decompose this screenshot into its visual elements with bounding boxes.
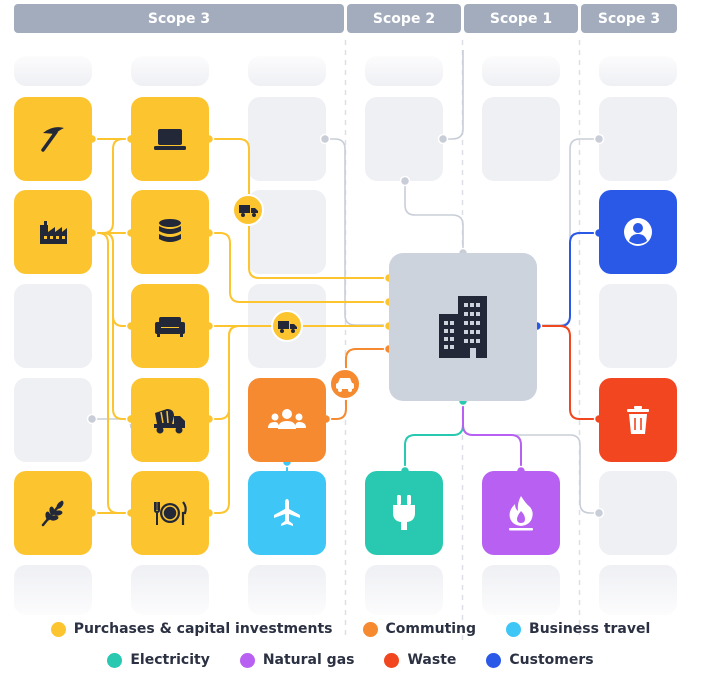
factory-icon xyxy=(40,221,67,244)
placeholder-tile xyxy=(14,565,92,615)
truck-icon xyxy=(232,194,264,226)
trash-icon xyxy=(627,406,649,434)
scope3-downstream-label: Scope 3 xyxy=(597,10,661,27)
flame-icon xyxy=(509,496,533,531)
placeholder-tile xyxy=(482,56,560,86)
sofa-icon xyxy=(155,317,185,337)
commuting-tile xyxy=(248,378,326,462)
coins-icon xyxy=(159,219,181,242)
electricity-tile xyxy=(365,471,443,555)
scope3-downstream-header: Scope 3 xyxy=(581,4,677,33)
scope2-label: Scope 2 xyxy=(372,10,436,27)
plug-icon xyxy=(393,495,415,530)
finance-tile xyxy=(131,190,209,274)
placeholder-tile xyxy=(131,56,209,86)
scope1-header: Scope 1 xyxy=(464,4,578,33)
car-icon xyxy=(329,368,361,400)
legend-item-electricity: Electricity xyxy=(107,652,210,668)
placeholder-tile xyxy=(365,56,443,86)
customers-tile xyxy=(599,190,677,274)
placeholder-tile xyxy=(482,97,560,181)
truck-icon xyxy=(271,310,303,342)
manufacturing-tile xyxy=(14,190,92,274)
placeholder-tile xyxy=(14,56,92,86)
waste-wire xyxy=(537,325,599,420)
placeholder-tile xyxy=(248,97,326,181)
legend-swatch-waste xyxy=(384,652,400,668)
construction-tile xyxy=(131,378,209,462)
legend-item-commuting: Commuting xyxy=(362,621,477,637)
placeholder-tile xyxy=(599,97,677,181)
scope2-header: Scope 2 xyxy=(347,4,461,33)
legend-label-purchases: Purchases & capital investments xyxy=(73,621,333,637)
legend-item-waste: Waste xyxy=(384,652,456,668)
legend-swatch-natural-gas xyxy=(239,652,255,668)
mining-tile xyxy=(14,97,92,181)
laptop-icon xyxy=(154,129,186,150)
pickaxe-icon xyxy=(41,127,64,152)
scope1-label: Scope 1 xyxy=(489,10,553,27)
legend-label-commuting: Commuting xyxy=(385,621,477,637)
placeholder-tile xyxy=(599,565,677,615)
natural-gas-wire xyxy=(462,401,522,471)
scope3-upstream-header: Scope 3 xyxy=(14,4,344,33)
legend-item-business-travel: Business travel xyxy=(506,621,650,637)
food-tile xyxy=(131,471,209,555)
legend-row-1: Purchases & capital investments Commutin… xyxy=(0,621,701,637)
legend-label-electricity: Electricity xyxy=(130,652,210,668)
placeholder-tile xyxy=(599,56,677,86)
placeholder-tile xyxy=(14,284,92,368)
scope3-upstream-label: Scope 3 xyxy=(147,10,211,27)
wheat-icon xyxy=(41,500,64,527)
people-icon xyxy=(268,409,306,429)
placeholder-tile xyxy=(365,565,443,615)
legend-swatch-purchases xyxy=(50,621,66,637)
electricity-wire xyxy=(404,401,464,471)
agriculture-tile xyxy=(14,471,92,555)
company-node xyxy=(389,253,537,401)
legend-label-customers: Customers xyxy=(509,652,594,668)
legend-label-natural-gas: Natural gas xyxy=(262,652,355,668)
legend-label-waste: Waste xyxy=(407,652,457,668)
legend-item-customers: Customers xyxy=(486,652,594,668)
placeholder-tile xyxy=(248,565,326,615)
placeholder-tile xyxy=(248,56,326,86)
placeholder-tile xyxy=(599,471,677,555)
legend-label-business-travel: Business travel xyxy=(529,621,651,637)
furniture-tile xyxy=(131,284,209,368)
natural-gas-tile xyxy=(482,471,560,555)
legend-item-purchases: Purchases & capital investments xyxy=(50,621,333,637)
cement-truck-icon xyxy=(154,409,185,434)
legend-swatch-commuting xyxy=(362,621,378,637)
business-travel-tile xyxy=(248,471,326,555)
legend-item-natural-gas: Natural gas xyxy=(239,652,355,668)
customers-wire xyxy=(537,232,599,327)
placeholder-tile xyxy=(365,97,443,181)
office-building-icon xyxy=(439,296,487,358)
legend-swatch-customers xyxy=(486,652,502,668)
legend-row-2: Electricity Natural gas Waste Customers xyxy=(0,652,701,668)
plate-cutlery-icon xyxy=(154,501,187,525)
airplane-icon xyxy=(274,499,300,526)
placeholder-tile xyxy=(131,565,209,615)
legend-swatch-electricity xyxy=(107,652,123,668)
placeholder-tile xyxy=(14,378,92,462)
placeholder-tile xyxy=(599,284,677,368)
placeholder-tile xyxy=(482,565,560,615)
electronics-tile xyxy=(131,97,209,181)
legend-swatch-business-travel xyxy=(506,621,522,637)
waste-tile xyxy=(599,378,677,462)
user-icon xyxy=(624,218,652,246)
